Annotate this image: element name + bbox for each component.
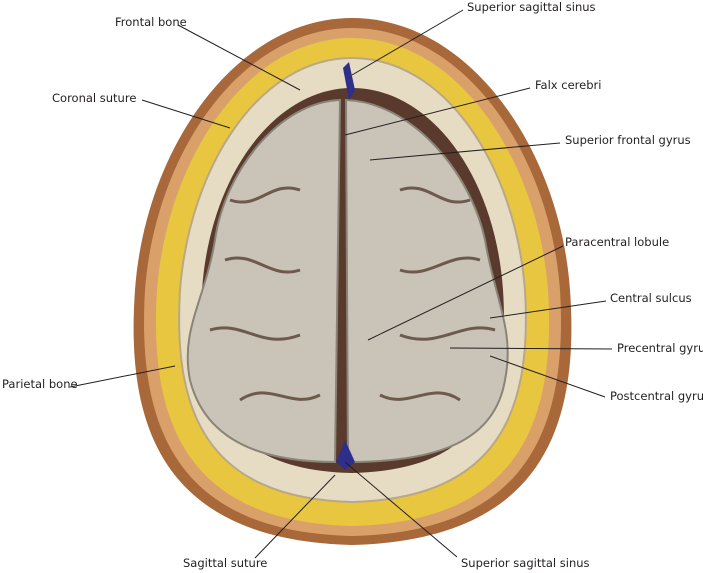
label-paracentral-lobule: Paracentral lobule: [565, 235, 670, 249]
label-falx-cerebri: Falx cerebri: [535, 78, 602, 92]
label-superior-sagittal-sinus-top: Superior sagittal sinus: [467, 0, 596, 14]
label-central-sulcus: Central sulcus: [610, 291, 692, 305]
label-superior-sagittal-sinus-bottom: Superior sagittal sinus: [461, 556, 590, 570]
label-precentral-gyrus: Precentral gyrus: [617, 341, 703, 355]
label-frontal-bone: Frontal bone: [115, 15, 187, 29]
sulci: [209, 186, 496, 402]
superior-sagittal-sinus-top: [343, 62, 355, 100]
label-coronal-suture: Coronal suture: [52, 91, 137, 105]
left-hemisphere: [186, 98, 342, 464]
label-parietal-bone: Parietal bone: [2, 377, 78, 391]
label-sagittal-suture: Sagittal suture: [183, 556, 268, 570]
label-postcentral-gyrus: Postcentral gyrus: [610, 389, 703, 403]
superior-sagittal-sinus-bottom: [336, 440, 355, 470]
right-hemisphere: [344, 98, 509, 464]
leader-lines: [69, 9, 613, 559]
label-superior-frontal-gyrus: Superior frontal gyrus: [565, 133, 691, 147]
